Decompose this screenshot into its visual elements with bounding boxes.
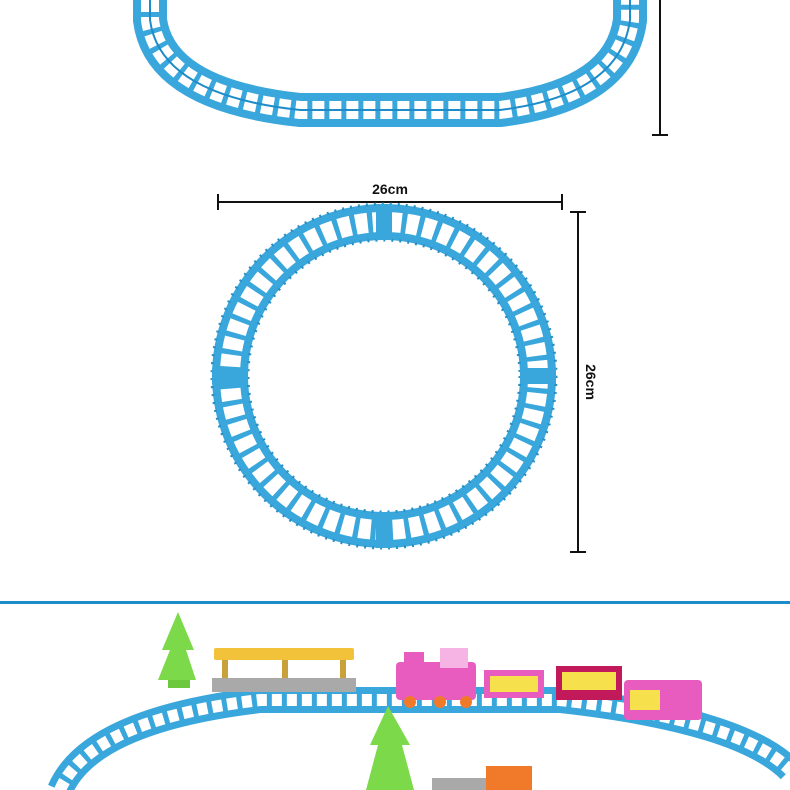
dimension-arrow-vertical-top xyxy=(652,0,668,136)
dimension-arrow-vertical xyxy=(570,211,586,553)
tree-icon xyxy=(158,612,196,688)
station-icon xyxy=(212,648,356,692)
section-divider xyxy=(0,601,790,604)
height-label: 26cm xyxy=(583,364,599,400)
circle-track xyxy=(210,202,558,550)
station-icon xyxy=(432,778,492,790)
cargo-car xyxy=(486,766,532,790)
dimension-arrow-horizontal xyxy=(217,194,563,210)
train-set-photo xyxy=(48,612,790,790)
tree-icon xyxy=(366,706,414,790)
train-icon xyxy=(396,648,702,720)
width-label: 26cm xyxy=(372,181,408,197)
oval-track-top xyxy=(133,0,647,127)
